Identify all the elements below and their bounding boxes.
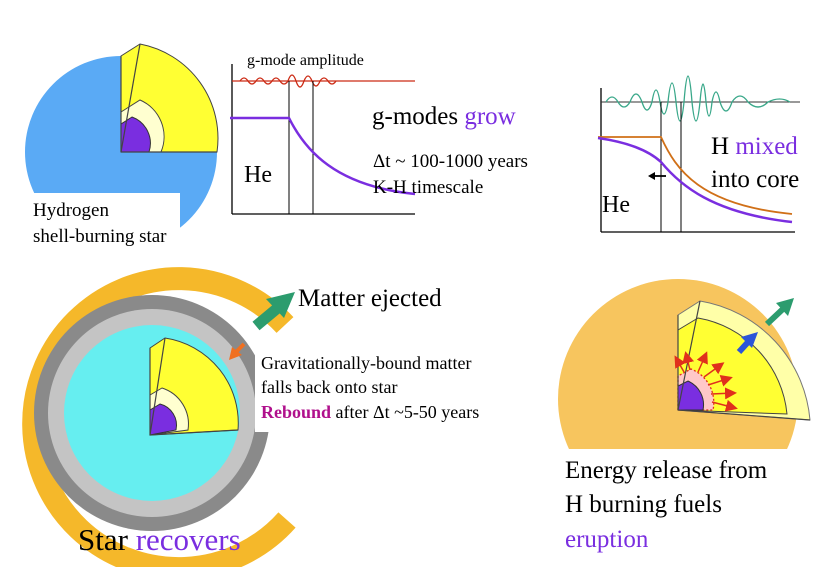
timescale-range: Δt ~ 100-1000 years	[373, 151, 528, 172]
energy-arrow	[703, 362, 725, 378]
panel-gmodes-grow: g-mode amplitude He g-modes grow Δt ~ 10…	[230, 52, 528, 215]
caption-star-recovers: Star recovers	[78, 522, 241, 557]
panel-eruption: Energy release from H burning fuels erup…	[540, 279, 830, 567]
helium-core	[677, 380, 704, 411]
energy-arrow	[682, 351, 695, 371]
expansion-arrowhead-blue	[741, 332, 758, 348]
energy-arrow	[710, 387, 737, 400]
ejection-arrow	[764, 305, 787, 327]
label-fallback-line1: Gravitationally-bound matter	[261, 353, 471, 373]
label-h-mixed: H mixed	[711, 133, 798, 160]
gmode-oscillation-red	[239, 74, 337, 88]
caption-h-burning-fuels: H burning fuels	[565, 491, 722, 518]
cutaway-edge	[120, 43, 141, 153]
helium-core	[149, 403, 177, 436]
helium-profile-curve	[597, 136, 793, 224]
cutaway-edge	[149, 337, 166, 436]
label-rebound: Rebound after Δt ~5-50 years	[261, 402, 479, 422]
fallback-arrow	[234, 342, 246, 354]
caption-hydrogen: Hydrogen	[33, 200, 109, 221]
helium-core	[120, 116, 151, 153]
hydrogen-profile-curve	[598, 136, 793, 215]
caption-shell-burning-star: shell-burning star	[33, 226, 167, 247]
helium-label: He	[244, 162, 272, 188]
mixing-arrowhead	[648, 172, 655, 180]
cutaway-edge	[149, 429, 239, 436]
ejected-shell-ring	[22, 267, 296, 567]
graph-title-gmode-amplitude: g-mode amplitude	[247, 52, 364, 69]
gmode-oscillation-teal	[605, 75, 791, 122]
energy-arrow	[696, 351, 708, 373]
energy-arrow	[707, 375, 733, 387]
heading-gmodes-grow: g-modes grow	[372, 103, 516, 130]
panel-hydrogen-shell-star: Hydrogen shell-burning star	[0, 43, 219, 253]
caption-eruption: eruption	[565, 526, 649, 553]
energy-arrow	[711, 399, 738, 412]
caption-energy-release: Energy release from	[565, 457, 768, 484]
helium-profile-curve	[230, 116, 416, 196]
label-into-core: into core	[711, 166, 799, 193]
timescale-kh: K-H timescale	[373, 177, 483, 198]
label-matter-ejected: Matter ejected	[298, 285, 442, 312]
ejection-arrowhead	[776, 298, 794, 316]
cutaway-edge	[677, 409, 811, 421]
ejection-arrowhead	[266, 292, 295, 318]
panel-star-recovers: Matter ejected Gravitationally-bound mat…	[22, 267, 535, 567]
fallback-arrowhead	[229, 347, 242, 360]
energy-arrow	[674, 355, 686, 373]
label-fallback-line2: falls back onto star	[261, 377, 397, 397]
panel-h-mixed: He H mixed into core	[597, 75, 800, 233]
helium-label: He	[602, 192, 630, 218]
